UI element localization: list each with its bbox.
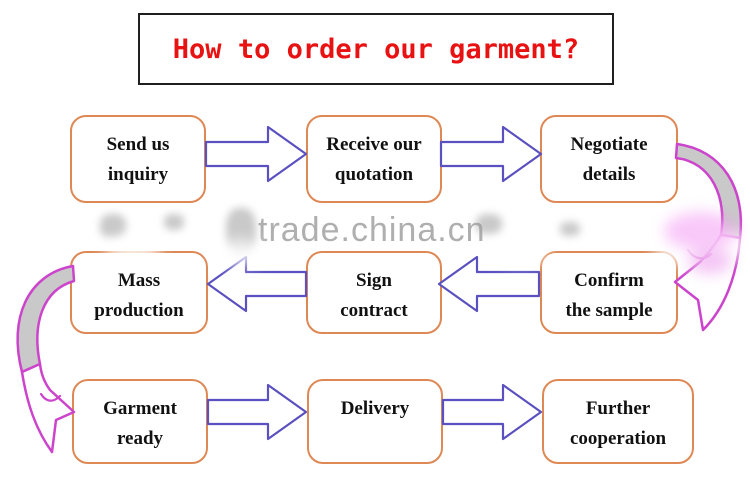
node-label-line1: Mass — [117, 270, 161, 291]
node-receive-our-quotation: Receive our quotation — [306, 115, 442, 203]
title-box: How to order our garment? — [138, 13, 614, 85]
arrow-send-to-receive-icon — [204, 125, 308, 183]
arrow-confirm-to-sign-icon — [437, 255, 541, 313]
arrow-delivery-to-further-icon — [441, 383, 543, 441]
erasure-blur — [104, 236, 162, 264]
node-label-line1: Confirm — [574, 270, 644, 291]
node-mass-production: Mass production — [70, 251, 208, 334]
watermark-smudge — [100, 214, 126, 238]
pink-blur-spot — [688, 248, 732, 274]
watermark-text: trade.china.cn — [258, 211, 486, 249]
node-label-line2: contract — [340, 300, 408, 321]
curved-arrow-mass-to-garment-head-icon — [20, 362, 76, 454]
node-label-line1: Receive our — [326, 134, 422, 155]
node-sign-contract: Sign contract — [306, 251, 442, 334]
watermark-smudge — [164, 214, 184, 230]
node-label-line2: cooperation — [569, 428, 667, 449]
watermark-smudge — [560, 222, 580, 236]
page-title: How to order our garment? — [172, 33, 580, 65]
curved-arrow-mass-to-garment-icon — [16, 264, 76, 374]
node-further-cooperation: Further cooperation — [542, 379, 694, 464]
node-send-us-inquiry: Send us inquiry — [70, 115, 206, 203]
pink-blur-spot — [664, 212, 738, 250]
arrow-receive-to-negotiate-icon — [439, 125, 543, 183]
node-label-line2: quotation — [334, 164, 414, 185]
node-label-line1: Garment — [103, 398, 177, 419]
node-label-line1: Further — [585, 398, 651, 419]
node-negotiate-details: Negotiate details — [540, 115, 678, 203]
arrow-sign-to-mass-icon — [206, 255, 308, 313]
curved-arrow-left-hook-line — [39, 392, 62, 402]
erasure-blur — [492, 238, 548, 264]
node-label-line2: inquiry — [107, 164, 169, 185]
node-label-line1: Send us — [106, 134, 170, 155]
node-label-line1: Delivery — [340, 398, 410, 419]
node-label-line1: Negotiate — [570, 134, 648, 155]
node-label-line2: ready — [116, 428, 164, 449]
erasure-blur — [212, 240, 266, 266]
node-label-line1: Sign — [356, 270, 392, 291]
node-garment-ready: Garment ready — [72, 379, 208, 464]
arrow-garment-to-delivery-icon — [206, 383, 308, 441]
node-label-line2: production — [94, 300, 184, 321]
node-label-line2: the sample — [565, 300, 653, 321]
node-confirm-the-sample: Confirm the sample — [540, 251, 678, 334]
watermark-smudge — [476, 214, 502, 234]
node-label-line2: details — [582, 164, 636, 185]
node-delivery: Delivery — [307, 379, 443, 464]
